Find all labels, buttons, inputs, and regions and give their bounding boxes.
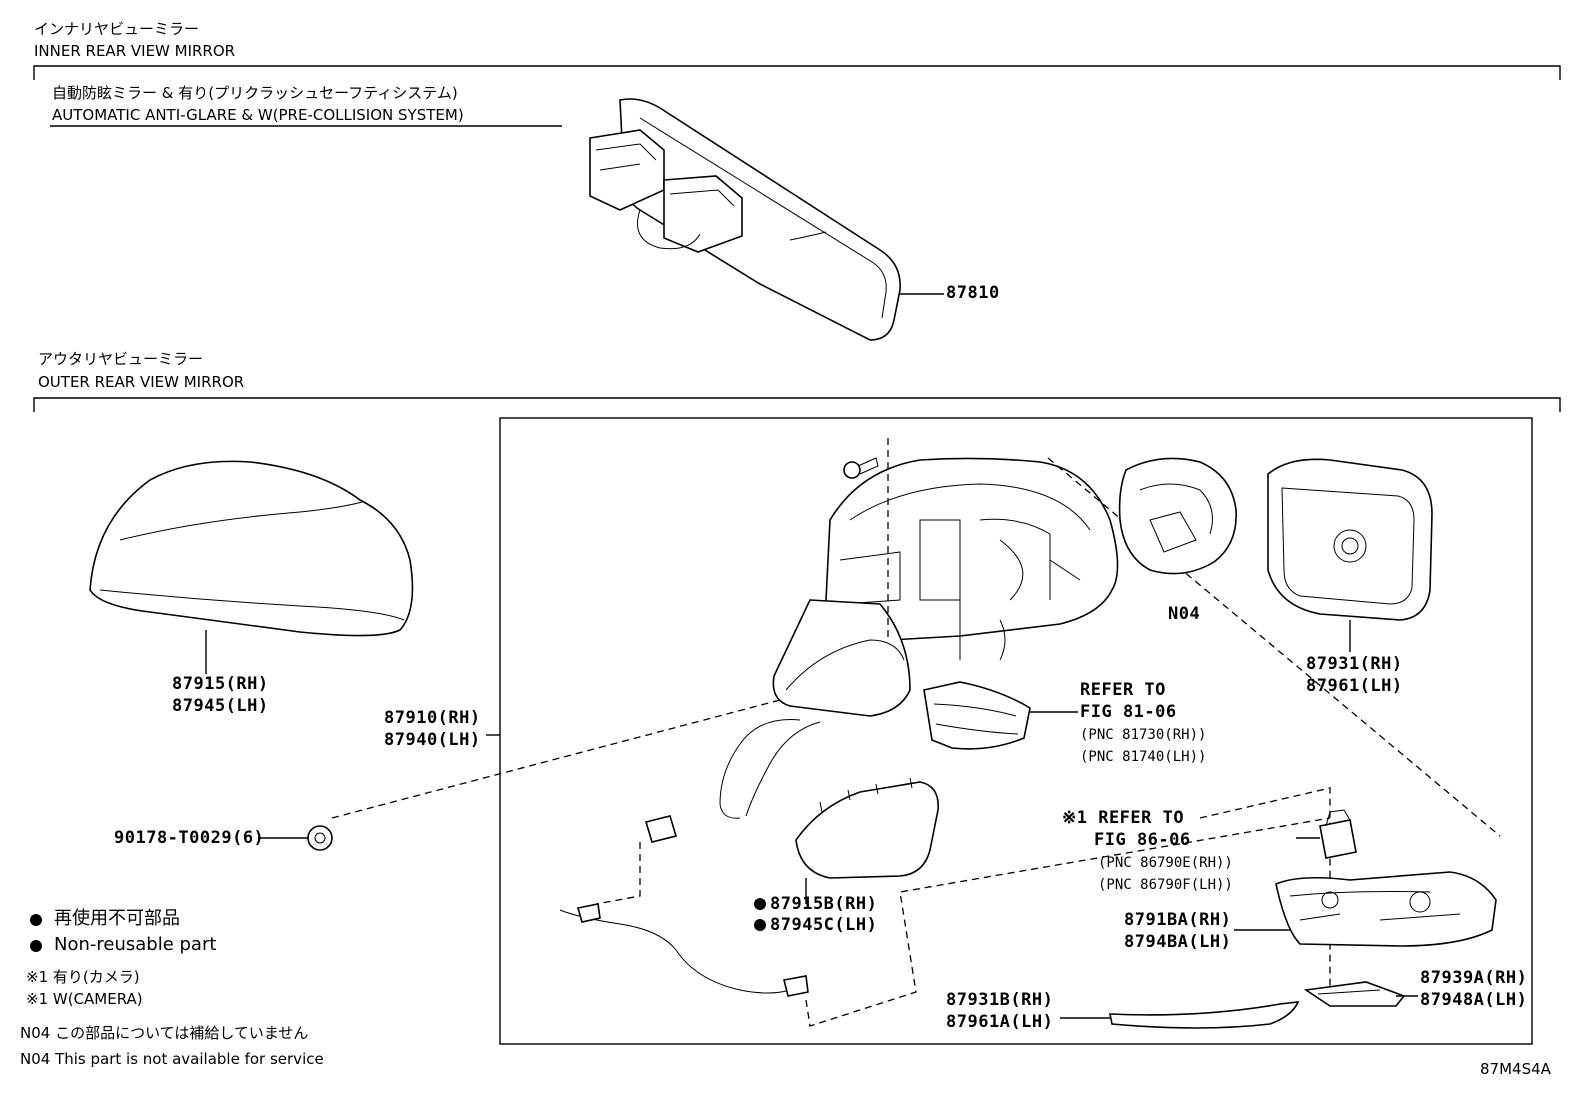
part-glass-lh-label[interactable]: 87961(LH) [1306, 676, 1403, 696]
harness-dash-1 [595, 842, 641, 905]
n04-actuator-illustration [1118, 457, 1237, 575]
bullet-nonreusable-en [30, 940, 42, 952]
part-trim-rh-label[interactable]: 87931B(RH) [946, 990, 1054, 1010]
camera-leader-dashed [805, 817, 1331, 1027]
figure-code: 87M4S4A [1480, 1060, 1551, 1078]
lower-cover-illustration [795, 777, 939, 904]
outer-section-bracket [33, 397, 1561, 412]
part-glass-rh-label[interactable]: 87931(RH) [1306, 654, 1403, 674]
refer-signal-line4: (PNC 81740(LH)) [1080, 749, 1207, 765]
part-trim-lh-label[interactable]: 87961A(LH) [946, 1012, 1054, 1032]
part-assembly-rh-label[interactable]: 87910(RH) [384, 708, 481, 728]
camera-leader-dashed-2 [1199, 787, 1331, 1000]
inner-section-bracket [33, 65, 1561, 80]
part-lower-cover-rh-label[interactable]: 87915B(RH) [770, 894, 878, 914]
mirror-glass-illustration [1267, 458, 1433, 652]
inner-section-title-jp: インナリヤビューミラー [34, 20, 200, 38]
refer-signal-line1: REFER TO [1080, 680, 1166, 700]
clip-leader-dashed [331, 699, 781, 819]
part-cover-lh-label[interactable]: 87945(LH) [172, 696, 269, 716]
part-clip-label[interactable]: 90178-T0029(6) [114, 828, 265, 848]
screw-illustration [843, 457, 879, 479]
inner-mirror-illustration [589, 98, 944, 341]
inner-variant-jp: 自動防眩ミラー & 有り(プリクラッシュセーフティシステム) [52, 84, 458, 102]
part-lower-cover-lh-label[interactable]: 87945C(LH) [770, 915, 878, 935]
refer-camera-line2[interactable]: FIG 86-06 [1094, 830, 1191, 850]
legend-note1-en: ※1 W(CAMERA) [26, 990, 143, 1008]
bullet-nonreusable-jp [30, 914, 42, 926]
refer-camera-line3: (PNC 86790E(RH)) [1098, 855, 1233, 871]
legend-nonreusable-jp: 再使用不可部品 [54, 908, 180, 929]
refer-signal-line3: (PNC 81730(RH)) [1080, 727, 1207, 743]
part-n04-label[interactable]: N04 [1168, 604, 1201, 624]
refer-camera-line1: ※1 REFER TO [1062, 808, 1185, 828]
bullet-lower-cover-lh [754, 919, 766, 931]
mirror-cover-illustration [89, 460, 414, 674]
legend-n04-en: N04 This part is not available for servi… [20, 1050, 324, 1068]
inner-section-title-en: INNER REAR VIEW MIRROR [34, 42, 236, 60]
small-lamp-illustration [1303, 981, 1418, 1007]
outer-section-title-en: OUTER REAR VIEW MIRROR [38, 373, 245, 391]
turn-signal-illustration [923, 681, 1078, 750]
camera-harness-illustration [559, 815, 809, 997]
legend-n04-jp: N04 この部品については補給していません [20, 1024, 309, 1042]
outer-mirror-frame [499, 417, 1533, 1045]
refer-camera-line4: (PNC 86790F(LH)) [1098, 877, 1233, 893]
part-bracket-lh-label[interactable]: 8794BA(LH) [1124, 932, 1232, 952]
bullet-lower-cover-rh [754, 898, 766, 910]
part-assembly-lh-label[interactable]: 87940(LH) [384, 730, 481, 750]
part-cover-rh-label[interactable]: 87915(RH) [172, 674, 269, 694]
part-87810-label[interactable]: 87810 [946, 283, 1000, 303]
part-lamp-lh-label[interactable]: 87948A(LH) [1420, 990, 1528, 1010]
trim-strip-illustration [1060, 1001, 1300, 1029]
camera-illustration [1296, 809, 1357, 859]
legend-note1-jp: ※1 有り(カメラ) [26, 968, 140, 986]
clip-illustration [258, 825, 333, 851]
part-bracket-rh-label[interactable]: 8791BA(RH) [1124, 910, 1232, 930]
legend-nonreusable-en: Non-reusable part [54, 934, 217, 955]
outer-section-title-jp: アウタリヤビューミラー [38, 350, 204, 368]
bracket-illustration [1234, 871, 1497, 947]
refer-signal-line2[interactable]: FIG 81-06 [1080, 702, 1177, 722]
inner-variant-en: AUTOMATIC ANTI-GLARE & W(PRE-COLLISION S… [52, 106, 464, 124]
part-lamp-rh-label[interactable]: 87939A(RH) [1420, 968, 1528, 988]
mirror-assembly-illustration [719, 457, 1119, 819]
